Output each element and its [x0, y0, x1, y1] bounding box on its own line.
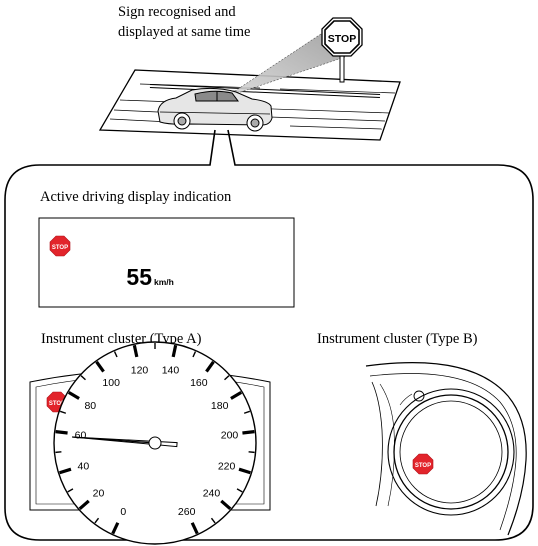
- svg-text:STOP: STOP: [52, 245, 68, 251]
- tick-label: 80: [84, 400, 96, 412]
- tick-label: 220: [218, 460, 236, 472]
- major-tick: [230, 391, 243, 400]
- car: [157, 87, 273, 132]
- display-stop-icon: STOP: [49, 235, 71, 257]
- major-tick: [190, 522, 199, 535]
- needle-line: [72, 436, 156, 444]
- tick-label: 100: [102, 377, 120, 389]
- caption-line-1: Sign recognised and: [118, 4, 236, 20]
- major-tick: [238, 467, 251, 475]
- tick-label: 200: [221, 429, 239, 441]
- display-panel: [38, 217, 295, 308]
- display-title: Active driving display indication: [40, 189, 232, 205]
- tick-label: 160: [190, 377, 208, 389]
- major-tick: [67, 391, 80, 400]
- stop-sign-road: [321, 17, 363, 57]
- minor-tick: [248, 451, 255, 454]
- major-tick: [95, 360, 105, 373]
- minor-tick: [59, 410, 67, 414]
- cluster-b-housing: [365, 362, 527, 536]
- callout-frame: [4, 129, 534, 541]
- tick-label: 180: [211, 400, 229, 412]
- tick-label: 40: [78, 460, 90, 472]
- svg-text:STOP: STOP: [49, 401, 65, 407]
- major-tick: [205, 360, 215, 373]
- minor-tick: [80, 375, 86, 381]
- minor-tick: [243, 410, 251, 414]
- tick-label: 240: [203, 487, 221, 499]
- road-scene: STOP: [98, 17, 401, 141]
- lane-marking-inner: [149, 85, 381, 97]
- tick-label: 20: [93, 487, 105, 499]
- major-tick: [59, 467, 72, 475]
- minor-tick: [94, 517, 100, 524]
- minor-tick: [192, 351, 197, 358]
- major-tick: [242, 430, 255, 435]
- speedometer-ticks: [55, 343, 255, 535]
- major-tick: [220, 499, 232, 511]
- cluster-b-stop-icon: STOP: [412, 453, 434, 475]
- tick-label: 60: [75, 429, 87, 441]
- caption-line-2: displayed at same time: [118, 24, 250, 40]
- display-speed-unit: km/h: [154, 277, 174, 287]
- minor-tick: [67, 488, 74, 493]
- stop-sign-road-text: STOP: [328, 33, 356, 45]
- tick-label: 260: [178, 506, 196, 518]
- minor-tick: [224, 375, 230, 381]
- major-tick: [55, 430, 68, 435]
- minor-tick: [113, 351, 118, 358]
- minor-tick: [210, 517, 216, 524]
- major-tick: [171, 344, 178, 358]
- major-tick: [111, 522, 120, 535]
- major-tick: [78, 499, 90, 511]
- cluster-b-title: Instrument cluster (Type B): [317, 331, 478, 347]
- major-tick: [132, 344, 139, 358]
- svg-text:STOP: STOP: [415, 463, 431, 469]
- tick-label: 140: [162, 365, 180, 377]
- display-speed-value: 55: [126, 264, 152, 290]
- minor-tick: [55, 451, 62, 454]
- tick-label: 120: [131, 365, 149, 377]
- speedometer-hub: [148, 436, 162, 450]
- minor-tick: [236, 488, 243, 493]
- tick-label: 0: [120, 506, 126, 518]
